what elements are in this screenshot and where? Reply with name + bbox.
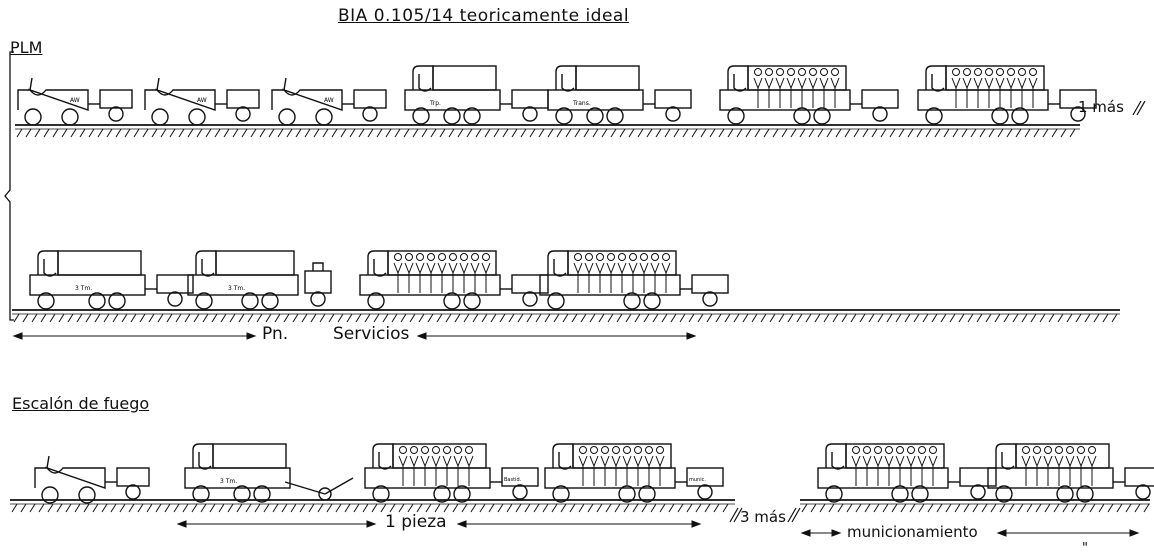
escalon-label: Escalón de fuego (12, 396, 149, 412)
ground-line-services (12, 310, 1120, 322)
troop-truck-with-trailer (360, 251, 548, 309)
vehicle-marking: 3 Tm. (228, 285, 245, 292)
cargo-truck-with-trailer: Trp. (405, 66, 548, 124)
slash-row3b (788, 508, 800, 522)
troop-truck-with-trailer (818, 444, 996, 502)
row1-extra-label: 1 más (1078, 100, 1124, 115)
troop-truck-with-trailer: munic. (545, 444, 723, 502)
vehicle-marking: AW (197, 97, 207, 104)
cargo-truck-with-trailer: 3 Tm. (188, 251, 298, 309)
vehicle-marking: AW (324, 97, 334, 104)
slash-row1 (1133, 101, 1145, 115)
troop-truck-with-trailer: Bastid. (365, 444, 538, 502)
ground-line-plm-top (15, 125, 1080, 137)
troop-truck-with-trailer (918, 66, 1096, 124)
jeep-with-trailer: AW (145, 78, 259, 125)
cargo-truck-with-trailer: Trans. (548, 66, 691, 124)
plm-bracket (5, 52, 14, 320)
towed-gun (285, 478, 353, 500)
row3-extra-label: 3 más (740, 510, 786, 525)
cargo-truck-with-trailer: 3 Tm. (185, 444, 290, 502)
troop-truck-with-trailer (988, 444, 1154, 502)
arrow-pieza-right (458, 521, 700, 527)
extent-arrows (14, 101, 1145, 536)
pn-label: Pn. (262, 326, 288, 343)
vehicle-marking: munic. (689, 477, 706, 483)
generator-trailer (305, 263, 331, 306)
diagram-title: BIA 0.105/14 teoricamente ideal (338, 8, 629, 25)
ground-line-ammo (800, 500, 1150, 512)
cargo-truck-with-trailer: 3 Tm. (30, 251, 193, 309)
vehicle-marking: 3 Tm. (220, 478, 237, 485)
ditto-mark: " (1082, 542, 1088, 555)
plm-label: PLM (10, 40, 42, 56)
arrow-services-left (14, 333, 255, 339)
vehicle-marking: Trans. (572, 100, 591, 107)
pieza-label: 1 pieza (385, 514, 447, 531)
ground-lines (10, 125, 1150, 512)
municionamiento-label: municionamiento (847, 525, 978, 540)
troop-truck-with-trailer (720, 66, 898, 124)
vehicle-marking: Trp. (429, 100, 441, 107)
servicios-label: Servicios (333, 326, 409, 343)
jeep-with-trailer: AW (18, 78, 132, 125)
arrow-ammo-right (998, 530, 1138, 536)
arrow-services-right (418, 333, 695, 339)
arrow-ammo-left (802, 530, 840, 536)
vehicle-marking: 3 Tm. (75, 285, 92, 292)
arrow-pieza-left (178, 521, 375, 527)
jeep-with-trailer: AW (272, 78, 386, 125)
vehicle-marking: AW (70, 97, 80, 104)
vehicle-marking: Bastid. (504, 477, 522, 483)
troop-truck-with-trailer (540, 251, 728, 309)
jeep-with-trailer (35, 456, 149, 503)
